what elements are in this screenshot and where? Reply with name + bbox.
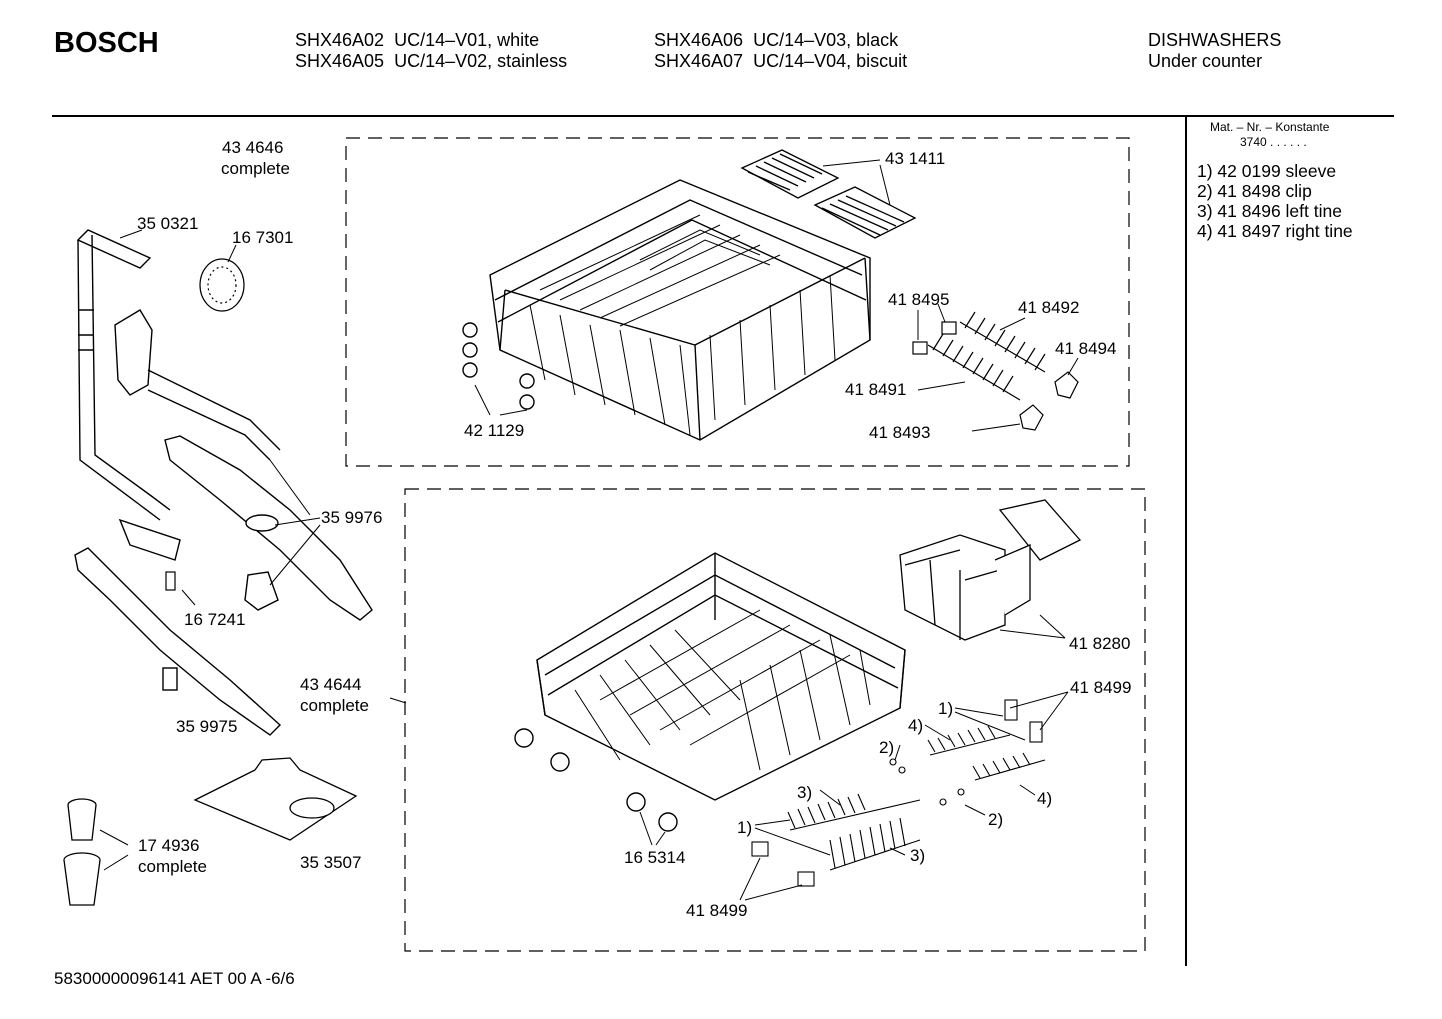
filter-illustration: [63, 798, 101, 906]
part-label-upper-spray-arm: 35 9976: [321, 508, 383, 527]
leader: [999, 317, 1026, 331]
model-variant: UC/14–V01, white: [394, 30, 540, 50]
model-number: SHX46A05: [295, 51, 385, 71]
model-number: SHX46A06: [654, 30, 744, 50]
part-label: 41 8491: [845, 380, 907, 399]
part-label: 41 8495: [888, 290, 950, 309]
upper-spray-arm-illustration: [164, 435, 373, 621]
lower-leaders: [739, 691, 1069, 901]
part-label: 41 8493: [869, 423, 931, 442]
callout: 3): [797, 783, 813, 802]
upper-rack-illustration: [462, 179, 871, 441]
model-line-3: SHX46A06 UC/14–V03, black: [654, 30, 898, 51]
part-note: complete: [221, 159, 290, 178]
part-label: 41 8499: [1070, 678, 1132, 697]
legend-item: 2) 41 8498 clip: [1197, 181, 1312, 201]
model-line-2: SHX46A05 UC/14–V02, stainless: [295, 51, 567, 72]
part-label-wheel: 16 5314: [624, 848, 686, 867]
lower-rack-illustration: [514, 552, 906, 832]
cup-shelf-illustration: [740, 149, 917, 239]
callout: 2): [879, 738, 895, 757]
part-label-fine-filter: 35 3507: [300, 853, 362, 872]
lower-tines-illustration: [751, 699, 1046, 887]
leader: [999, 629, 1066, 639]
part-label: 41 8494: [1055, 339, 1117, 358]
leader: [1067, 357, 1079, 376]
legend-item: 3) 41 8496 left tine: [1197, 201, 1342, 221]
model-number: SHX46A02: [295, 30, 385, 50]
legend-title: Mat. – Nr. – Konstante: [1210, 120, 1330, 134]
model-variant: UC/14–V03, black: [753, 30, 899, 50]
part-label: 41 8492: [1018, 298, 1080, 317]
part-label-screw: 16 7241: [184, 610, 246, 629]
part-note: complete: [138, 857, 207, 876]
part-label-lower-rack: 43 4644: [300, 675, 362, 694]
leader: [1039, 614, 1066, 639]
model-number: SHX46A07: [654, 51, 744, 71]
model-line-1: SHX46A02 UC/14–V01, white: [295, 30, 539, 51]
part-note: complete: [300, 696, 369, 715]
leader: [639, 811, 653, 846]
part-label-wheel: 42 1129: [464, 421, 525, 440]
category: DISHWASHERS: [1148, 30, 1282, 50]
callout: 2): [988, 810, 1004, 829]
part-label-lower-spray-arm: 35 9975: [176, 717, 238, 736]
leader: [879, 164, 891, 206]
callout: 4): [1037, 789, 1053, 808]
part-label-nozzle: 16 7301: [232, 228, 294, 247]
leader: [917, 381, 966, 391]
part-label: 41 8499: [686, 901, 748, 920]
leader: [119, 229, 143, 239]
leader: [181, 589, 196, 606]
model-line-4: SHX46A07 UC/14–V04, biscuit: [654, 51, 907, 72]
nozzle-illustration: [199, 258, 245, 312]
leader: [822, 159, 881, 167]
leader: [655, 831, 666, 846]
leader: [99, 829, 129, 846]
callout: 4): [908, 716, 924, 735]
fine-filter-illustration: [193, 757, 358, 841]
leader: [937, 303, 946, 323]
leader: [269, 459, 311, 516]
part-label-upper-rack: 43 4646: [222, 138, 284, 157]
upper-rack-group-box: [345, 137, 1130, 467]
part-label-cutlery-basket: 41 8280: [1069, 634, 1131, 653]
model-variant: UC/14–V04, biscuit: [753, 51, 908, 71]
screw-illustration: [165, 571, 176, 591]
subcategory: Under counter: [1148, 51, 1263, 71]
leader: [971, 423, 1021, 432]
footer-code: 58300000096141 AET 00 A -6/6: [54, 969, 295, 988]
part-label-filter: 17 4936: [138, 836, 200, 855]
callout: 1): [737, 818, 753, 837]
part-label-cup-shelf: 43 1411: [885, 149, 946, 168]
brand-logo: BOSCH: [54, 27, 159, 59]
part-label-spray-tube: 35 0321: [137, 214, 199, 233]
leader: [103, 854, 129, 871]
legend-konstante: 3740 . . . . . .: [1240, 135, 1307, 149]
callout: 1): [938, 699, 954, 718]
leader: [227, 244, 237, 263]
legend-item: 4) 41 8497 right tine: [1197, 221, 1353, 241]
leader: [269, 524, 321, 586]
lower-rack-group-box: [404, 488, 1146, 952]
model-variant: UC/14–V02, stainless: [394, 51, 568, 71]
leader: [389, 697, 407, 704]
tine-rail-illustration: [912, 311, 1079, 431]
legend-item: 1) 42 0199 sleeve: [1197, 161, 1337, 181]
leader: [274, 517, 321, 526]
spray-tube-illustration: [76, 229, 281, 561]
lower-spray-arm-illustration: [74, 547, 282, 736]
cutlery-basket-illustration: [899, 499, 1082, 641]
callout: 3): [910, 846, 926, 865]
